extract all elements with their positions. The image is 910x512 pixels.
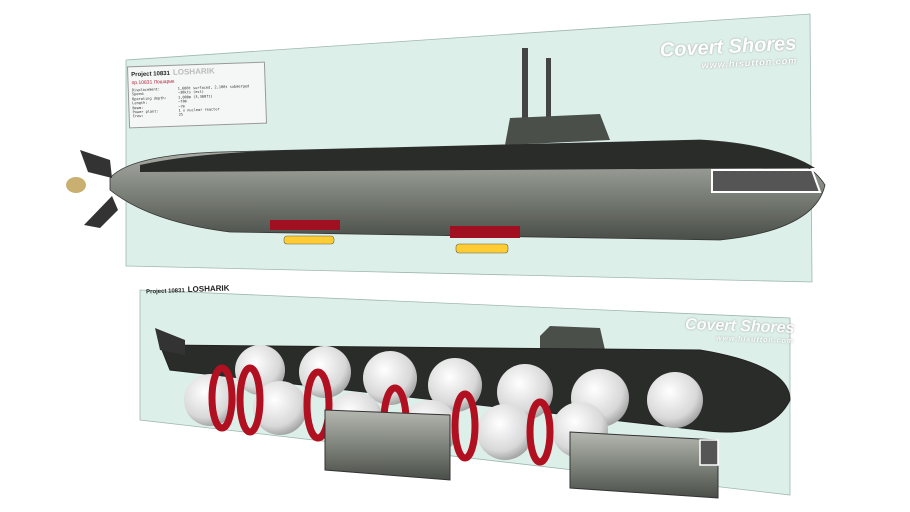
rudder: [84, 196, 118, 228]
propeller: [66, 177, 86, 193]
sail: [505, 114, 610, 145]
bow-panel: [699, 439, 719, 466]
rudder: [155, 328, 185, 355]
red-fitting: [270, 220, 340, 230]
pod: [455, 243, 509, 254]
bow-panel: [711, 169, 822, 193]
watermark-bottom: Covert Shores www.hisutton.com: [684, 316, 795, 345]
deck: [140, 140, 815, 172]
mast: [546, 58, 551, 128]
red-fitting: [450, 226, 520, 238]
rudder: [80, 150, 112, 178]
pod: [283, 235, 335, 245]
hull-section: [569, 431, 719, 499]
sail-bottom: [540, 326, 605, 350]
infobox-name: LOSHARIK: [172, 66, 215, 77]
mast: [522, 48, 528, 128]
hull-section: [324, 409, 451, 481]
